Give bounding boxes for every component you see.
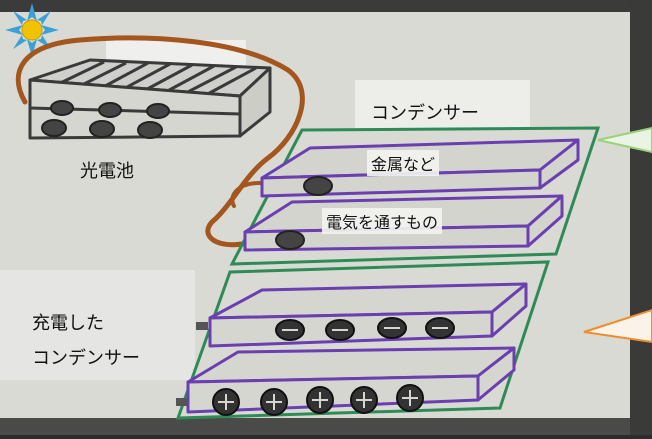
redaction-box (0, 270, 195, 380)
plate-terminal (303, 176, 333, 196)
label-charged-line2: コンデンサー (32, 348, 140, 369)
connecting-wire (230, 180, 264, 208)
photo-top-edge (0, 0, 652, 12)
capacitor-frame (229, 126, 601, 266)
charged-plate-upper-charges (275, 317, 455, 341)
solar-cell-drawing (28, 58, 272, 140)
callout-pointer-green (597, 126, 652, 154)
terminal-stub (196, 322, 208, 330)
label-conductors: 電気を通すもの (322, 208, 443, 234)
label-capacitor: コンデンサー (371, 103, 479, 124)
sun-icon (5, 3, 59, 57)
connecting-wire (15, 35, 305, 248)
charged-plate-upper (208, 282, 528, 348)
charged-plate-lower-charges (212, 384, 424, 416)
photo-bottom-edge (0, 418, 652, 435)
label-metals: 金属など (367, 150, 440, 176)
charged-capacitor-frame (175, 260, 551, 420)
solar-cell-terminals (41, 100, 170, 139)
label-charged-line1: 充電した (32, 313, 104, 334)
terminal-stub (176, 398, 188, 406)
plate-terminal (275, 230, 305, 250)
redaction-box (355, 80, 530, 128)
label-solar-cell: 光電池 (80, 161, 134, 182)
photo-right-edge (630, 0, 652, 435)
callout-pointer-orange (583, 308, 652, 344)
